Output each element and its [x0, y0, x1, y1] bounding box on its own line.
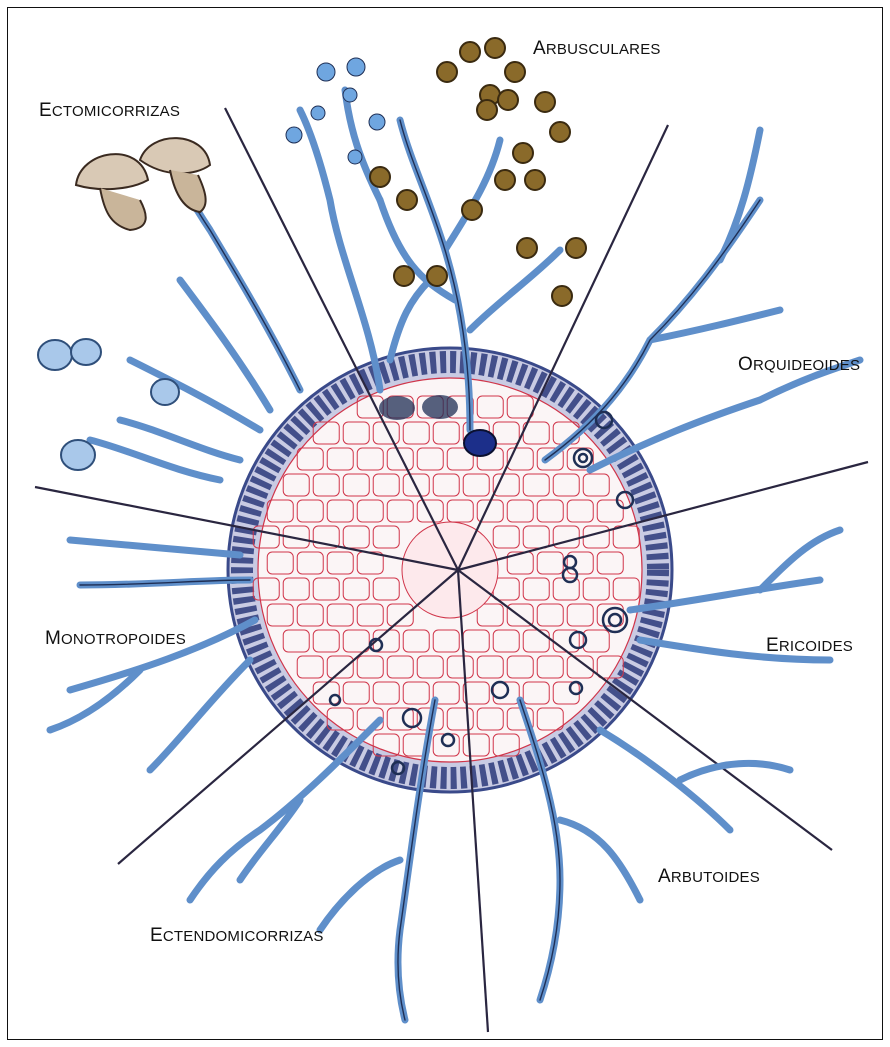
label-ectomicorrizas: ECTOMICORRIZAS — [39, 100, 180, 122]
label-arbusculares: ARBUSCULARES — [533, 38, 661, 60]
root-stele — [402, 522, 498, 618]
arbuscular-spores — [370, 38, 586, 306]
label-ectendomicorrizas: ECTENDOMICORRIZAS — [150, 925, 324, 947]
label-arbutoides: ARBUTOIDES — [658, 866, 760, 888]
label-monotropoides: MONOTROPOIDES — [45, 628, 186, 650]
vesicle — [464, 430, 496, 456]
blue-fruiting-bodies — [38, 339, 179, 470]
label-ericoides: ERICOIDES — [766, 635, 853, 657]
mushrooms — [76, 138, 210, 230]
label-orquideoides: ORQUIDEOIDES — [738, 354, 860, 376]
